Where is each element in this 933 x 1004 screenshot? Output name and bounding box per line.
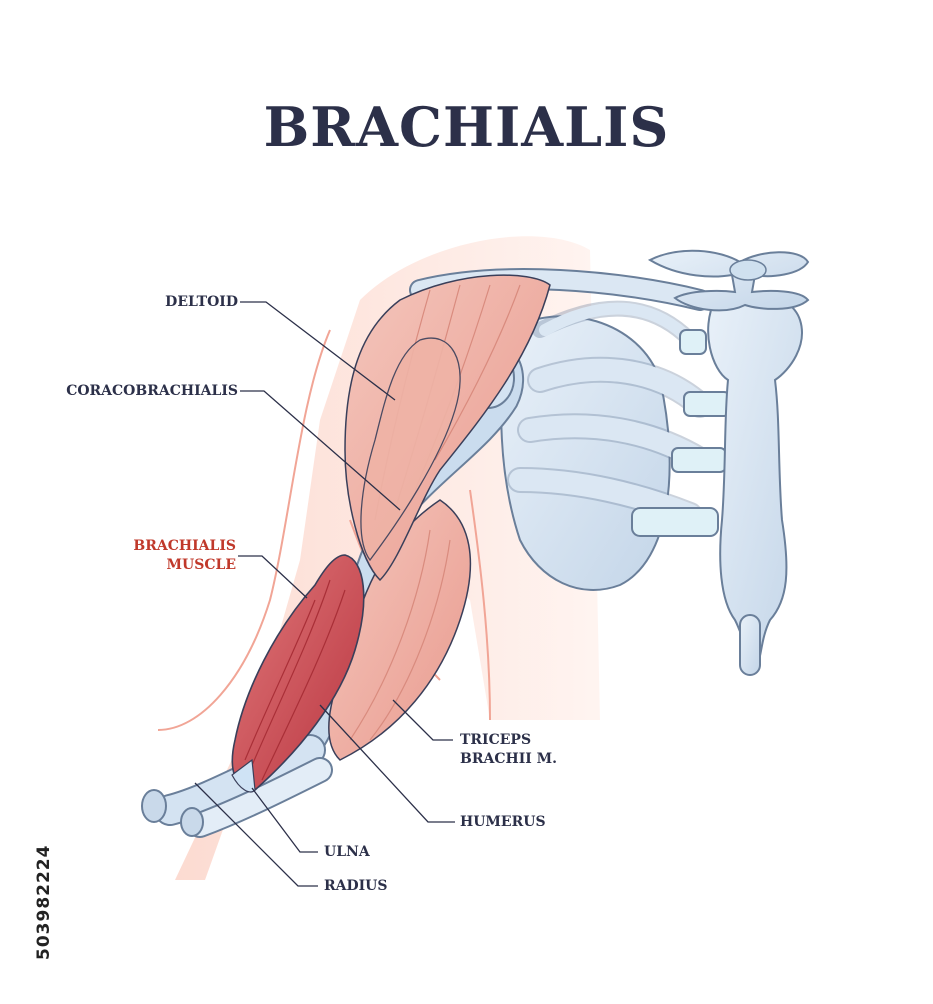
coracobrachialis-muscle <box>360 337 461 562</box>
sternum <box>707 290 803 676</box>
ulna-leader <box>251 787 318 853</box>
stock-id-strip: 503982224 <box>6 760 54 960</box>
triceps-leader <box>392 699 453 741</box>
label-triceps-line1: TRICEPS <box>460 732 532 748</box>
label-radius: RADIUS <box>324 878 388 894</box>
label-brachialis-line2: MUSCLE <box>166 557 236 573</box>
label-brachialis-muscle: BRACHIALIS MUSCLE <box>100 537 236 575</box>
label-deltoid: DELTOID <box>165 294 238 310</box>
triceps-muscle <box>328 499 472 761</box>
label-triceps-line2: BRACHII M. <box>460 751 558 767</box>
coracobrachialis-leader <box>240 390 401 511</box>
radius-leader <box>194 782 318 887</box>
brachialis-leader <box>238 555 308 599</box>
humerus-leader <box>319 704 455 823</box>
label-humerus: HUMERUS <box>460 814 546 830</box>
label-triceps-brachii: TRICEPS BRACHII M. <box>460 731 557 769</box>
label-brachialis-line1: BRACHIALIS <box>133 538 236 554</box>
page-title: BRACHIALIS <box>263 95 670 159</box>
rib-cage <box>500 300 731 591</box>
label-ulna: ULNA <box>324 844 370 860</box>
vertebra <box>647 249 810 312</box>
leader-lines <box>194 301 455 887</box>
deltoid-leader <box>240 301 396 401</box>
brachialis-muscle <box>231 554 365 793</box>
stock-id-text: 503982224 <box>34 844 54 960</box>
label-coracobrachialis: CORACOBRACHIALIS <box>66 383 238 399</box>
